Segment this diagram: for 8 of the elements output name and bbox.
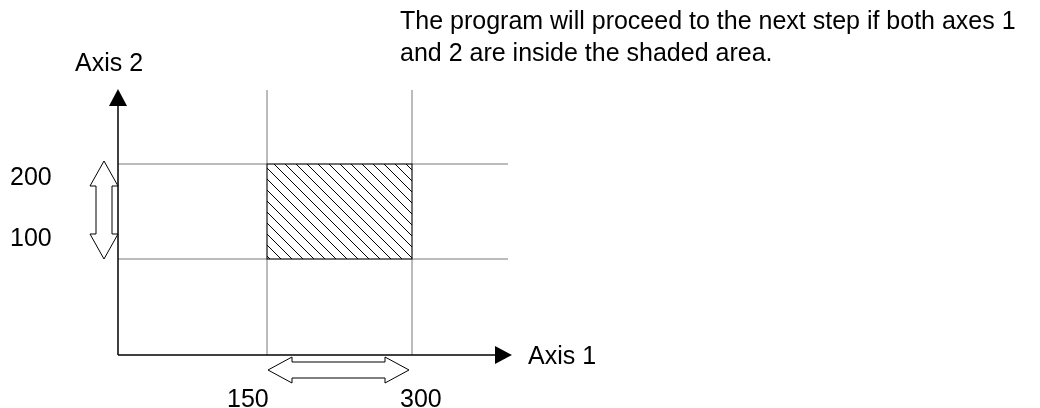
note-text: The program will proceed to the next step if both axes 1 and 2 are inside the shaded area. [400,5,1017,68]
axis-label: Axis 1 [528,345,597,365]
tick-label: 100 [10,227,52,247]
tick-label: 300 [400,388,442,408]
shaded-area [266,163,413,260]
axis-label: Axis 2 [75,52,144,72]
tick-label: 200 [10,166,52,186]
tick-label: 150 [227,388,269,408]
